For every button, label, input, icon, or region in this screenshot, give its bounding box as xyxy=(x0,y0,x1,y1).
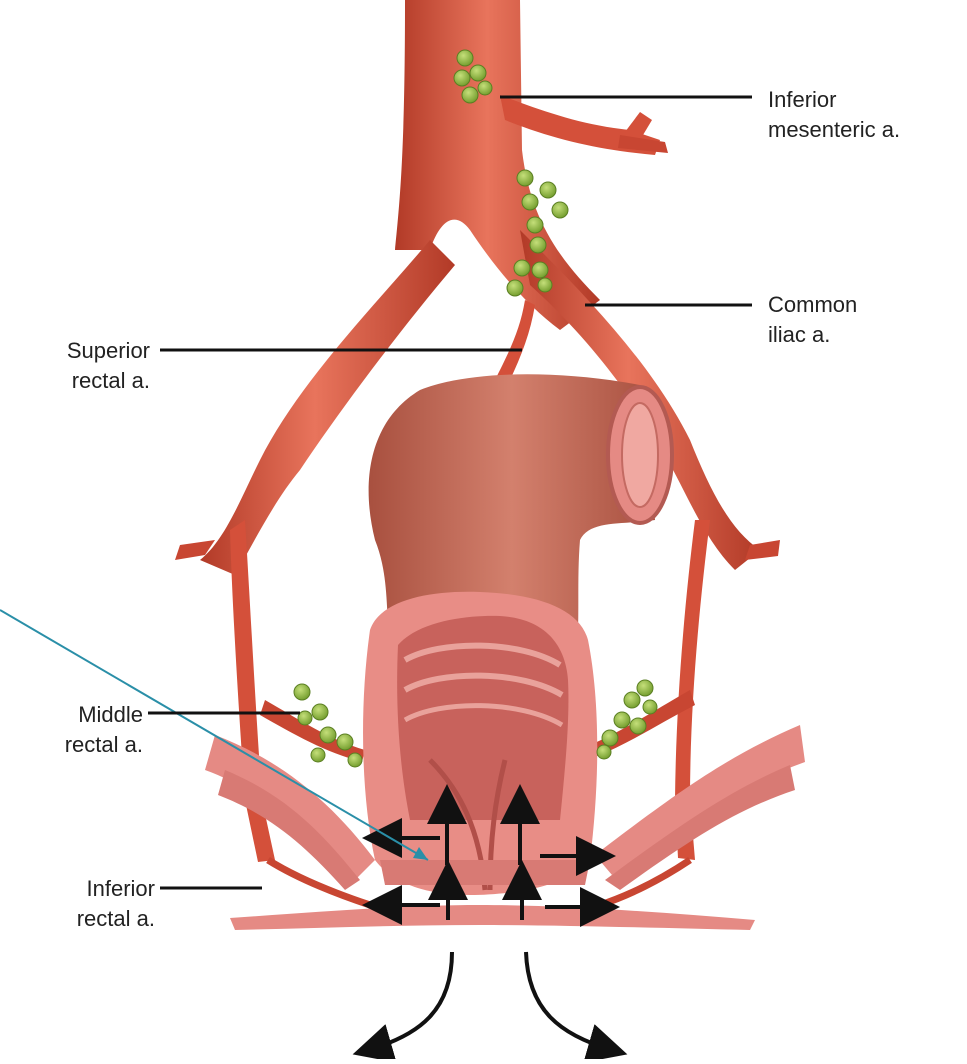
label-superior-rectal: Superior rectal a. xyxy=(0,336,150,396)
levator-ani-right xyxy=(595,725,805,875)
label-middle-rectal: Middle rectal a. xyxy=(0,700,143,760)
label-common-iliac: Common iliac a. xyxy=(768,290,857,350)
pelvic-floor xyxy=(230,905,755,930)
label-inferior-rectal: Inferior rectal a. xyxy=(0,874,155,934)
label-inferior-mesenteric: Inferior mesenteric a. xyxy=(768,85,900,145)
